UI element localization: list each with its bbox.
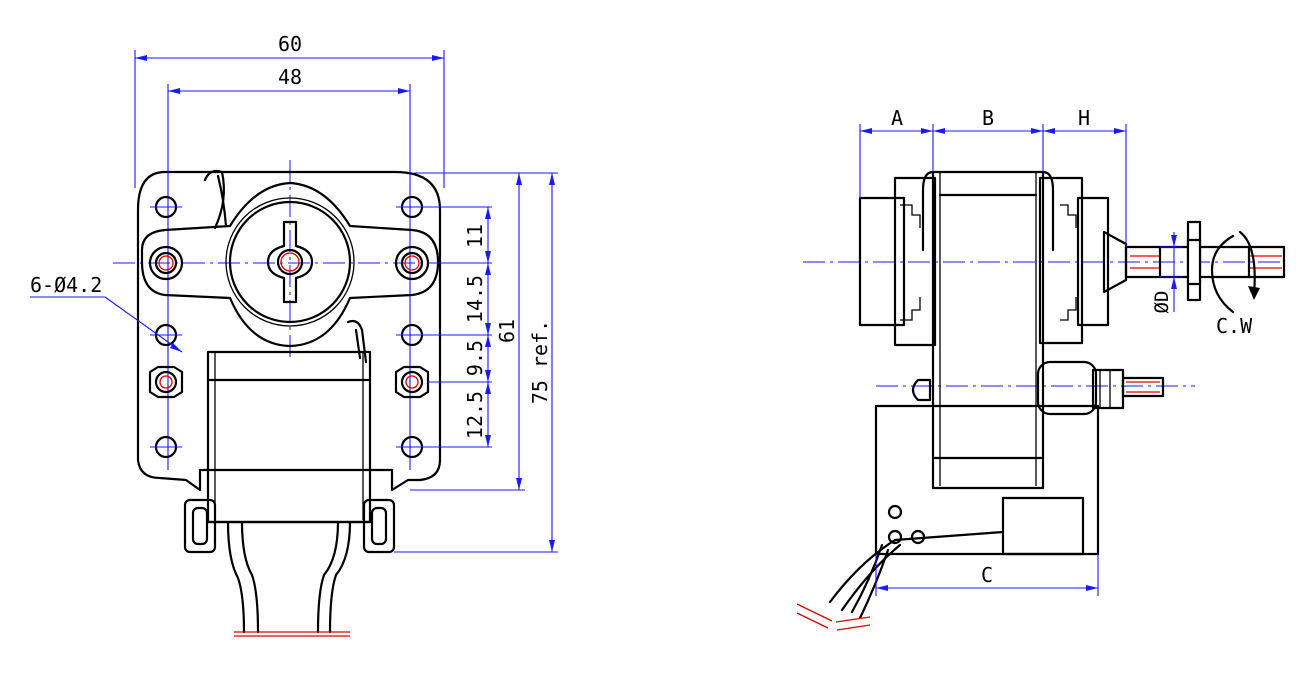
shaft-slot [266, 220, 314, 304]
dim-hole-note-label: 6-Ø4.2 [30, 273, 102, 297]
plate-holes [150, 195, 428, 459]
dim-lower-pitch-label: 12.5 [463, 391, 487, 439]
front-end-cap [1038, 176, 1110, 345]
bushing-nut [911, 360, 1165, 416]
dim-a-label: A [891, 106, 903, 130]
terminal-box [874, 404, 1100, 556]
dim-h-label: H [1078, 106, 1090, 130]
hex-nut-right [394, 365, 430, 399]
dim-middle-pitch-label: 9.5 [463, 340, 487, 376]
rear-end-cap [858, 176, 937, 347]
dim-hole-spacing-label: 48 [278, 65, 302, 89]
rotation-arrow: C.W [1210, 230, 1260, 338]
lamination-core [921, 170, 1055, 490]
dim-height-label: 61 [495, 319, 519, 343]
spring-clip-top [203, 169, 228, 230]
side-lead-wires [796, 538, 902, 631]
side-view: C.W [796, 106, 1286, 631]
dim-overall-height-label: 75 ref. [528, 320, 552, 404]
lead-wires [226, 520, 352, 637]
dim-height: 61 [410, 172, 525, 491]
dim-shaft-dia: ØD [1151, 232, 1182, 313]
dim-top-offset-label: 11 [463, 224, 487, 248]
dim-c-label: C [981, 563, 993, 587]
coil-body [206, 350, 372, 524]
dim-overall-height: 75 ref. [394, 172, 558, 553]
dim-side-bottom: C [875, 554, 1099, 596]
motor-shaft [1124, 220, 1286, 302]
dim-hole-note: 6-Ø4.2 [30, 273, 183, 353]
terminal-tab-left [183, 498, 217, 554]
terminal-tab-right [362, 498, 396, 554]
dim-overall-width-label: 60 [278, 32, 302, 56]
dim-side-top: A B H [859, 106, 1127, 247]
dim-vertical-chain: 11 14.5 9.5 12.5 [428, 206, 492, 448]
lug-hole-left [148, 245, 184, 281]
dim-upper-pitch-label: 14.5 [463, 275, 487, 323]
bearing-housing [140, 181, 440, 348]
rotation-label: C.W [1216, 314, 1253, 338]
dim-hole-spacing: 48 [167, 65, 411, 180]
spring-clip-bottom [346, 319, 368, 364]
dim-shaft-dia-label: ØD [1151, 291, 1173, 314]
front-view: 60 48 6-Ø4.2 [30, 32, 558, 637]
hex-nut-left [148, 365, 184, 399]
dim-overall-width: 60 [134, 32, 445, 188]
shaft-boss [1102, 230, 1128, 294]
dim-b-label: B [982, 106, 994, 130]
mounting-plate [136, 170, 442, 492]
